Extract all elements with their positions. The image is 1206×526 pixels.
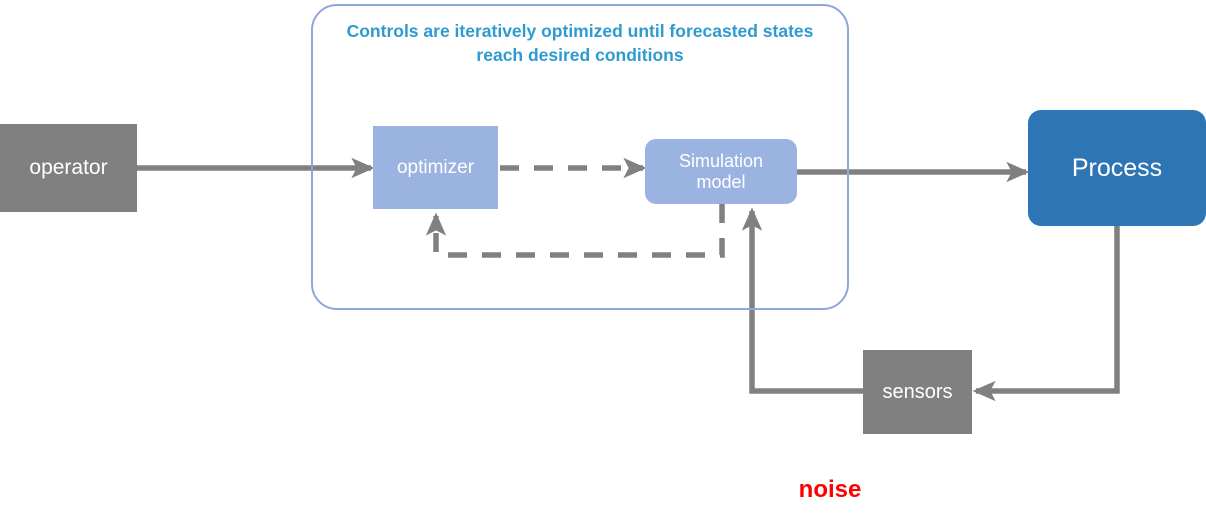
node-sensors[interactable]: sensors — [863, 350, 972, 434]
node-operator[interactable]: operator — [0, 124, 137, 212]
optimization-loop-caption: Controls are iteratively optimized until… — [346, 21, 814, 65]
node-optimizer[interactable]: optimizer — [373, 126, 498, 209]
node-simulation-model-label: Simulation model — [678, 150, 764, 192]
node-simulation-model[interactable]: Simulation model — [645, 139, 797, 204]
noise-label: noise — [798, 476, 862, 503]
node-optimizer-label: optimizer — [396, 156, 475, 178]
node-process[interactable]: Process — [1028, 110, 1206, 226]
node-sensors-label: sensors — [882, 380, 953, 403]
optimization-loop-group — [311, 4, 849, 310]
node-process-label: Process — [1071, 153, 1163, 182]
connector-sensors-to-simulation — [741, 207, 863, 394]
connector-process-to-sensors — [972, 226, 1120, 402]
connector-simulation-to-optimizer-feedback — [425, 204, 725, 258]
node-operator-label: operator — [29, 155, 108, 179]
